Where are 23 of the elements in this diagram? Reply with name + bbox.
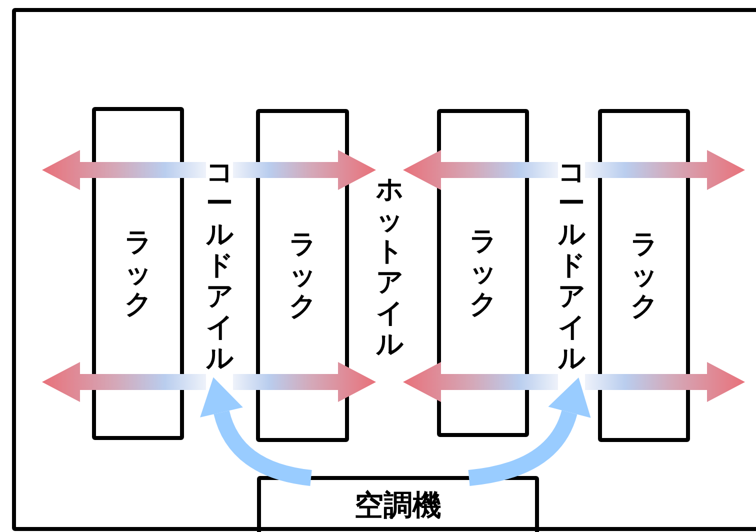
rack-label: ラック: [630, 228, 658, 322]
air-conditioner-box: [257, 476, 539, 532]
airflow-arrow: [42, 150, 206, 190]
rack-box: [437, 109, 529, 437]
airflow-arrow: [403, 362, 558, 402]
airflow-arrow: [585, 150, 745, 190]
rack-box: [92, 107, 184, 440]
room-outline: [12, 8, 756, 531]
airflow-arrow: [403, 150, 558, 190]
rack-label: ラック: [289, 228, 316, 322]
airflow-arrow: [42, 362, 206, 402]
airflow-arrow: [200, 378, 312, 486]
rack-label: ラック: [124, 226, 152, 320]
rack-label: ラック: [470, 226, 496, 320]
airflow-arrow: [233, 150, 376, 190]
airflow-arrow: [233, 362, 376, 402]
aisle-label: コールドアイル: [206, 157, 233, 374]
airflow-arrow: [585, 362, 745, 402]
rack-box: [256, 109, 349, 442]
aisle-label: コールドアイル: [558, 157, 585, 374]
air-conditioner-label: 空調機: [354, 487, 442, 524]
rack-box: [598, 109, 690, 442]
aisle-label: ホットアイル: [376, 174, 403, 360]
